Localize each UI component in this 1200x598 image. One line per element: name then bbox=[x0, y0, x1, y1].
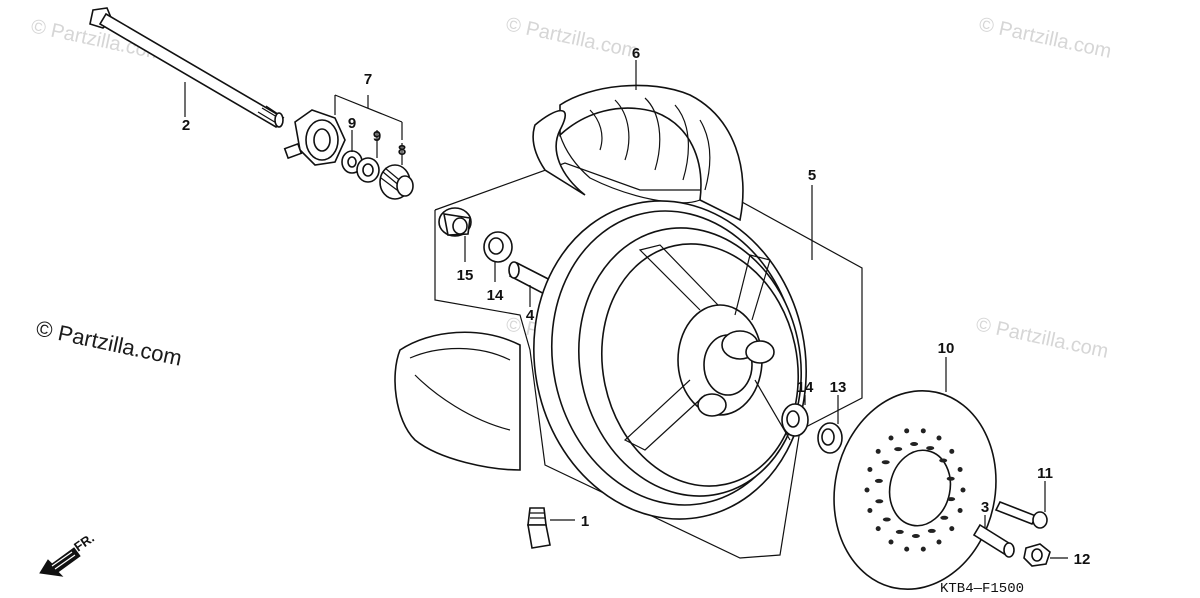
bracket-7 bbox=[334, 94, 403, 140]
disc-hole bbox=[920, 546, 926, 552]
part-wheel-5 bbox=[533, 200, 807, 520]
callout-14-left: 14 bbox=[487, 287, 504, 304]
disc-hole bbox=[940, 515, 949, 520]
part-gear-8 bbox=[379, 164, 414, 200]
disc-hole bbox=[957, 467, 963, 472]
watermark-left-dark: © Partzilla.com bbox=[34, 315, 184, 370]
callout-13: 13 bbox=[830, 379, 847, 396]
watermark-top-center: © Partzilla.com bbox=[504, 13, 640, 63]
callout-9a: 9 bbox=[348, 115, 356, 132]
disc-hole bbox=[894, 447, 903, 452]
disc-hole bbox=[939, 458, 948, 463]
disc-hole bbox=[926, 446, 935, 451]
part-seal-13 bbox=[817, 422, 843, 454]
callout-7: 7 bbox=[364, 71, 372, 88]
part-dust-seal-15 bbox=[438, 207, 472, 237]
disc-hole bbox=[949, 448, 955, 454]
callout-10: 10 bbox=[938, 340, 955, 357]
disc-hole bbox=[920, 428, 926, 434]
callout-14-right: 14 bbox=[797, 379, 814, 396]
callout-3: 3 bbox=[981, 499, 989, 516]
disc-hole bbox=[904, 546, 910, 552]
disc-hole bbox=[881, 460, 890, 465]
part-bearing-14-left bbox=[483, 231, 513, 263]
part-bearing-14-right bbox=[781, 403, 809, 437]
diagram-code: KTB4—F1500 bbox=[940, 581, 1024, 597]
disc-hole bbox=[911, 534, 920, 538]
callout-1: 1 bbox=[581, 513, 589, 530]
part-axle bbox=[89, 7, 285, 129]
disc-hole bbox=[960, 487, 966, 493]
callout-8: 8 bbox=[398, 142, 406, 159]
watermark-top-right: © Partzilla.com bbox=[977, 13, 1113, 63]
disc-hole bbox=[875, 526, 881, 532]
part-brake-disc-10 bbox=[833, 389, 997, 591]
disc-hole bbox=[910, 442, 919, 446]
callout-2: 2 bbox=[182, 117, 190, 134]
disc-hole bbox=[875, 499, 884, 504]
leader-lines bbox=[184, 60, 1068, 559]
part-tire-6 bbox=[532, 84, 744, 222]
part-speedometer-gearbox bbox=[283, 109, 346, 166]
part-bolt-11 bbox=[994, 500, 1048, 529]
front-direction-arrow-icon bbox=[39, 547, 81, 577]
callout-15: 15 bbox=[457, 267, 474, 284]
disc-hole bbox=[947, 497, 956, 502]
disc-hole bbox=[895, 529, 904, 534]
watermark-right-middle: © Partzilla.com bbox=[974, 313, 1110, 363]
disc-hole bbox=[949, 526, 955, 532]
part-collar-3 bbox=[972, 523, 1015, 558]
disc-hole bbox=[936, 539, 942, 545]
part-nut-12 bbox=[1023, 543, 1051, 567]
disc-hole bbox=[874, 478, 883, 483]
disc-hole bbox=[864, 487, 870, 493]
callout-6: 6 bbox=[632, 45, 640, 62]
disc-hole bbox=[888, 435, 894, 441]
disc-hole bbox=[936, 435, 942, 441]
disc-hole bbox=[882, 517, 891, 522]
part-washer-9b bbox=[356, 157, 380, 183]
callout-11: 11 bbox=[1037, 465, 1053, 482]
disc-hole bbox=[946, 476, 955, 481]
disc-hole bbox=[867, 467, 873, 472]
part-valve-1 bbox=[527, 507, 551, 549]
disc-hole bbox=[957, 508, 963, 513]
callout-4: 4 bbox=[526, 307, 535, 324]
part-tire-section bbox=[394, 331, 521, 471]
callout-9b: 9 bbox=[373, 128, 381, 145]
disc-hole bbox=[927, 528, 936, 533]
disc-hole bbox=[888, 539, 894, 545]
disc-hole bbox=[867, 508, 873, 513]
callout-5: 5 bbox=[808, 167, 816, 184]
assembly-outline bbox=[434, 162, 863, 559]
callouts: 2 6 7 9 9 8 5 15 14 4 14 13 10 11 3 12 1 bbox=[182, 45, 1091, 568]
callout-12: 12 bbox=[1074, 551, 1091, 568]
disc-hole bbox=[875, 448, 881, 454]
disc-hole bbox=[904, 428, 910, 434]
